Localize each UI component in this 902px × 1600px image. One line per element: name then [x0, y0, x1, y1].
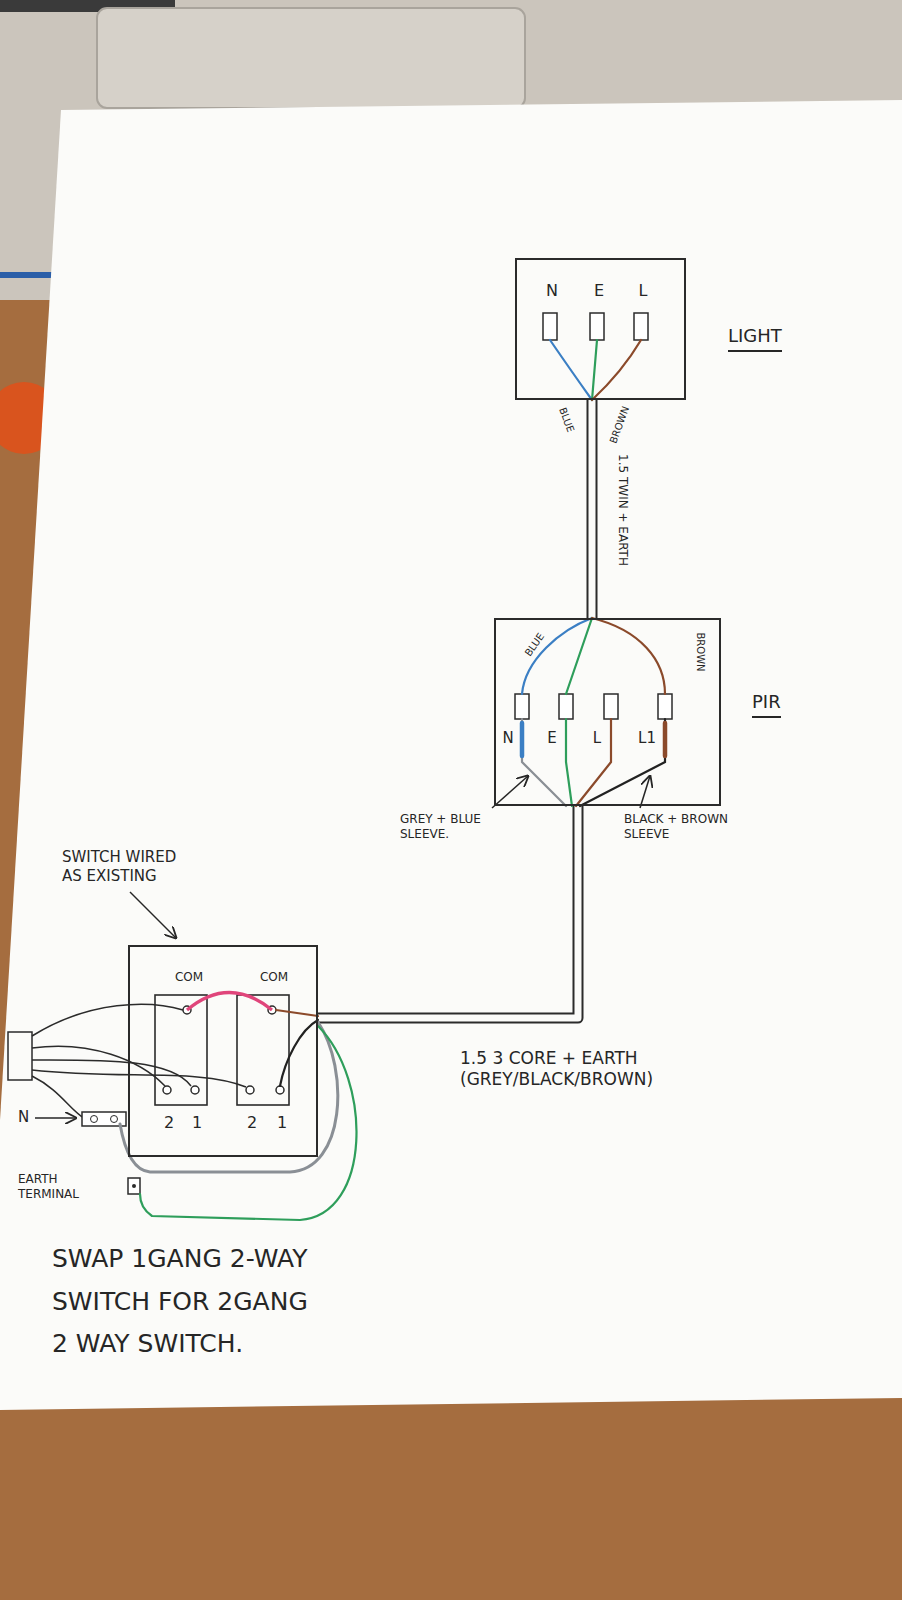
wire-colour: BROWN — [607, 403, 633, 448]
existing-wire — [32, 1060, 191, 1086]
device-title: LIGHT — [728, 326, 782, 352]
green-wire — [566, 719, 572, 806]
existing-wire — [32, 1004, 183, 1036]
leader-line — [492, 776, 528, 808]
twin-earth-cable — [587, 400, 598, 618]
device-title: PIR — [752, 692, 781, 718]
note: GREY + BLUE SLEEVE. — [398, 812, 498, 842]
terminal — [658, 694, 672, 719]
existing-wires — [32, 1004, 246, 1118]
grey-wire — [522, 719, 566, 806]
terminal-letter: L — [593, 730, 601, 747]
cable-label: 1.5 TWIN + EARTH — [615, 452, 630, 568]
switch-new-wires — [120, 1010, 356, 1220]
pir-terminals — [515, 694, 672, 719]
terminal — [246, 1086, 254, 1094]
existing-cable-entry — [8, 1032, 32, 1080]
terminal — [515, 694, 529, 719]
terminal-label: N — [16, 1108, 31, 1127]
com-link — [187, 993, 272, 1011]
leader-line — [130, 892, 176, 938]
leader-line — [640, 776, 650, 808]
cable-label: 1.5 3 CORE + EARTH (GREY/BLACK/BROWN) — [458, 1048, 742, 1091]
wire-colour: BLUE — [521, 629, 548, 660]
light-wires — [550, 340, 641, 400]
laptop-trackpad — [97, 8, 525, 108]
existing-wire — [32, 1046, 165, 1086]
earth-screw — [132, 1184, 136, 1188]
green-wire — [140, 1026, 356, 1220]
wire-colour: BLUE — [555, 404, 577, 436]
pir-wires — [522, 618, 665, 806]
instruction: SWAP 1GANG 2-WAY SWITCH FOR 2GANG 2 WAY … — [50, 1238, 326, 1366]
blue-wire — [550, 340, 592, 400]
existing-wire — [32, 1076, 84, 1118]
blue-wire — [522, 618, 592, 694]
light-switch: COMCOM2121 — [128, 945, 318, 1157]
black-wire — [280, 1020, 318, 1086]
cable-sheath — [318, 806, 578, 1018]
green-wire — [592, 340, 597, 400]
neutral-screw — [91, 1116, 98, 1123]
terminal-number: 1 — [192, 1114, 202, 1132]
earth-terminal — [128, 1178, 140, 1194]
existing-wire — [32, 1070, 246, 1087]
rocker — [155, 995, 207, 1105]
brown-wire — [592, 340, 641, 400]
terminal-number: 2 — [164, 1114, 174, 1132]
terminal-letter: E — [594, 282, 604, 300]
note: BLACK + BROWN SLEEVE — [622, 812, 756, 842]
blue-sleeve — [520, 723, 525, 756]
note: SWITCH WIRED AS EXISTING — [60, 848, 196, 886]
wire-colour: BROWN — [694, 630, 707, 673]
light-terminals — [543, 313, 648, 340]
brown-sleeve — [663, 723, 668, 756]
terminal — [590, 313, 604, 340]
terminal-letter: N — [546, 282, 558, 300]
terminal-number: 1 — [277, 1114, 287, 1132]
terminal-letter: L1 — [638, 730, 656, 747]
green-wire — [566, 618, 592, 694]
terminal-letter: N — [502, 730, 513, 747]
paper-sheet — [0, 100, 902, 1410]
terminal — [604, 694, 618, 719]
cable-sheath — [589, 400, 596, 618]
terminal — [634, 313, 648, 340]
terminal — [559, 694, 573, 719]
neutral-screw — [111, 1116, 118, 1123]
terminal — [163, 1086, 171, 1094]
brown-wire — [276, 1010, 318, 1016]
terminal — [276, 1086, 284, 1094]
light-fitting: LIGHTNEL — [515, 258, 686, 400]
terminal-letter: E — [547, 730, 556, 747]
terminal — [191, 1086, 199, 1094]
grey-wire — [120, 1022, 338, 1172]
terminal-label: COM — [175, 971, 203, 985]
terminal — [543, 313, 557, 340]
note: EARTH TERMINAL — [16, 1172, 110, 1202]
brown-wire — [592, 618, 665, 694]
black-wire — [580, 719, 665, 806]
switch-rockers — [155, 995, 289, 1105]
terminal-letter: L — [639, 282, 648, 300]
leader-line — [35, 1117, 76, 1119]
three-core-cable — [318, 806, 578, 1018]
terminal-label: COM — [260, 971, 288, 985]
terminal-number: 2 — [247, 1114, 257, 1132]
